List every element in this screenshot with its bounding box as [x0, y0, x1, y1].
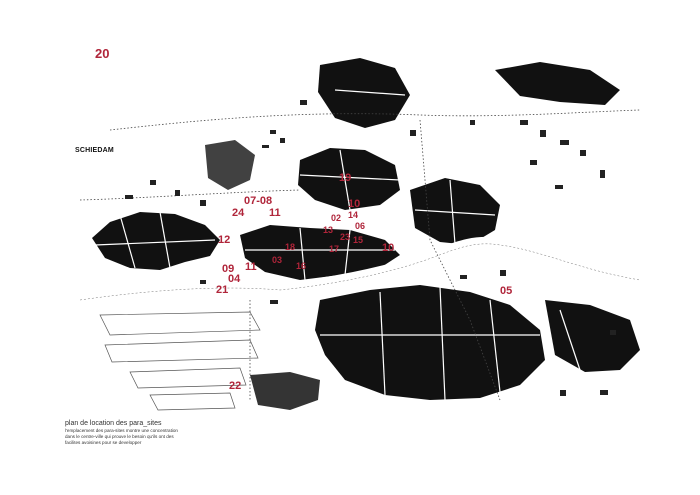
- site-label-10b: 10: [382, 242, 395, 254]
- district-northeast: [495, 62, 620, 105]
- site-label-12: 12: [218, 234, 231, 246]
- urban-blocks: [92, 58, 640, 410]
- legend-line-3: facilites avoisines pour se developper: [65, 440, 142, 445]
- river-bank: [79, 243, 641, 301]
- district-east: [410, 178, 500, 245]
- site-label-22: 22: [229, 380, 242, 392]
- harbour-basins: [99, 311, 261, 411]
- place-name-schiedam: SCHIEDAM: [75, 147, 114, 154]
- district-port: [250, 372, 320, 410]
- district-south: [315, 285, 545, 400]
- site-label-11b: 11: [245, 261, 257, 273]
- district-delfshaven: [205, 140, 255, 190]
- small-blocks: [125, 100, 616, 396]
- district-north: [318, 58, 410, 128]
- site-label-07-08: 07-08: [244, 195, 273, 207]
- legend-title: plan de location des para_sites: [65, 420, 162, 427]
- site-label-24: 24: [232, 207, 245, 219]
- site-label-17: 17: [329, 244, 340, 254]
- site-label-13: 13: [323, 225, 334, 235]
- railways: [79, 109, 641, 401]
- street-grid: [94, 89, 581, 401]
- site-label-03: 03: [272, 255, 283, 265]
- site-label-11a: 11: [269, 207, 281, 219]
- site-label-06: 06: [355, 221, 366, 231]
- district-center-north: [298, 148, 400, 210]
- site-label-21: 21: [216, 284, 229, 296]
- district-west: [92, 212, 220, 270]
- site-label-14: 14: [348, 210, 359, 220]
- site-label-23: 23: [340, 232, 351, 242]
- site-label-02: 02: [331, 213, 342, 223]
- site-label-18: 18: [285, 242, 296, 252]
- district-center: [240, 225, 400, 280]
- site-label-16: 16: [296, 261, 307, 271]
- sheet-number: 20: [95, 46, 110, 61]
- legend-line-1: l'emplacement des para-sites montre une …: [65, 428, 178, 433]
- site-label-10a: 10: [348, 198, 361, 210]
- legend-line-2: dans le centre-ville qui prouve le besoi…: [65, 434, 174, 439]
- legend: plan de location des para_sites l'emplac…: [65, 420, 240, 446]
- site-label-19: 19: [339, 172, 352, 184]
- site-label-15: 15: [353, 235, 364, 245]
- district-southeast: [545, 300, 640, 372]
- site-label-05: 05: [500, 285, 513, 297]
- site-label-04: 04: [228, 273, 241, 285]
- site-label-09: 09: [222, 263, 235, 275]
